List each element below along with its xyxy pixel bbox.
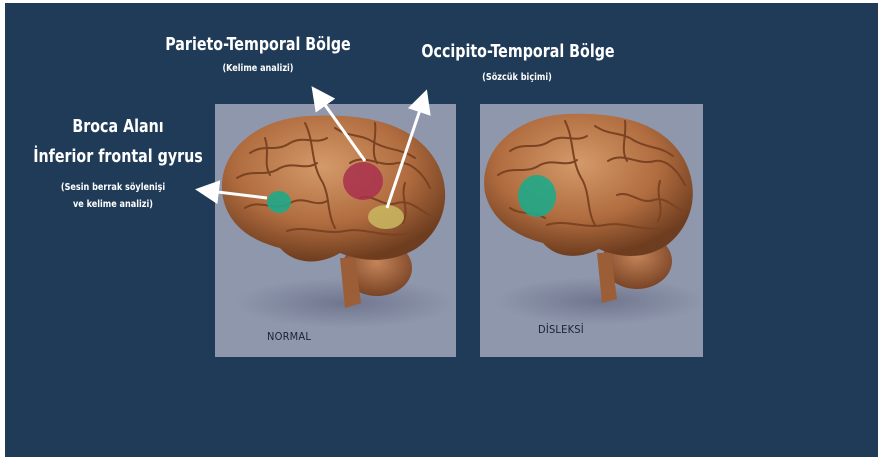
occipito-temporal-subtitle: (Sözcük biçimi): [463, 72, 571, 83]
parieto-temporal-title: Parieto-Temporal Bölge: [157, 34, 359, 55]
broca-subtitle-2: ve kelime analizi): [50, 199, 176, 210]
occipito-temporal-title: Occipito-Temporal Bölge: [412, 41, 623, 62]
normal-brain: [222, 116, 455, 328]
normal-parieto-temporal-area: [343, 162, 383, 200]
slide-background: NORMAL DİSLEKSİ: [5, 3, 878, 457]
normal-occipito-temporal-area: [368, 205, 404, 229]
brain-illustrations: [5, 3, 878, 457]
broca-subtitle-1: (Sesin berrak söylenişi: [46, 182, 181, 193]
dyslexia-brain-shadow: [495, 277, 705, 325]
normal-broca-area: [267, 191, 291, 213]
dyslexia-cerebrum: [484, 114, 693, 256]
dyslexia-brain: [484, 114, 705, 325]
broca-title-inferior-frontal: İnferior frontal gyrus: [30, 146, 206, 167]
parieto-temporal-subtitle: (Kelime analizi): [200, 63, 317, 74]
dyslexia-broca-area: [518, 175, 556, 217]
broca-title: Broca Alanı: [56, 116, 179, 137]
